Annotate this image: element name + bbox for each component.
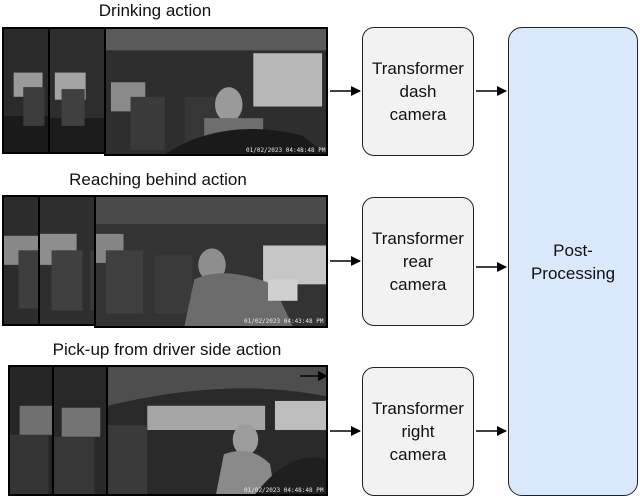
video-frame: 01/02/2023 04:48:48 PM <box>106 365 328 496</box>
timestamp-overlay: 01/02/2023 04:48:48 PM <box>244 487 324 494</box>
block-line: dash <box>399 82 437 101</box>
block-line: camera <box>389 105 447 124</box>
block-line: camera <box>389 275 447 294</box>
block-line: Transformer <box>372 59 464 78</box>
row-title-reaching: Reaching behind action <box>69 170 247 189</box>
block-line: camera <box>389 445 447 464</box>
block-line: Transformer <box>372 399 464 418</box>
post-line: Processing <box>530 263 616 283</box>
post-processing-block: Post- Processing <box>508 27 638 496</box>
transformer-right-camera: Transformer right camera <box>362 367 474 496</box>
post-line: Post- <box>553 240 593 260</box>
timestamp-overlay: 01/02/2023 04:48:48 PM <box>246 147 326 154</box>
block-line: rear <box>402 252 434 271</box>
timestamp-overlay: 01/02/2023 04:43:48 PM <box>244 318 324 325</box>
transformer-dash-camera: Transformer dash camera <box>362 27 474 156</box>
block-line: right <box>401 422 435 441</box>
row-title-pickup: Pick-up from driver side action <box>52 340 282 359</box>
transformer-rear-camera: Transformer rear camera <box>362 197 474 326</box>
video-frame: 01/02/2023 04:43:48 PM <box>94 195 328 328</box>
row-title-drinking: Drinking action <box>98 1 212 20</box>
video-frame: 01/02/2023 04:48:48 PM <box>104 27 328 156</box>
block-line: Transformer <box>372 229 464 248</box>
